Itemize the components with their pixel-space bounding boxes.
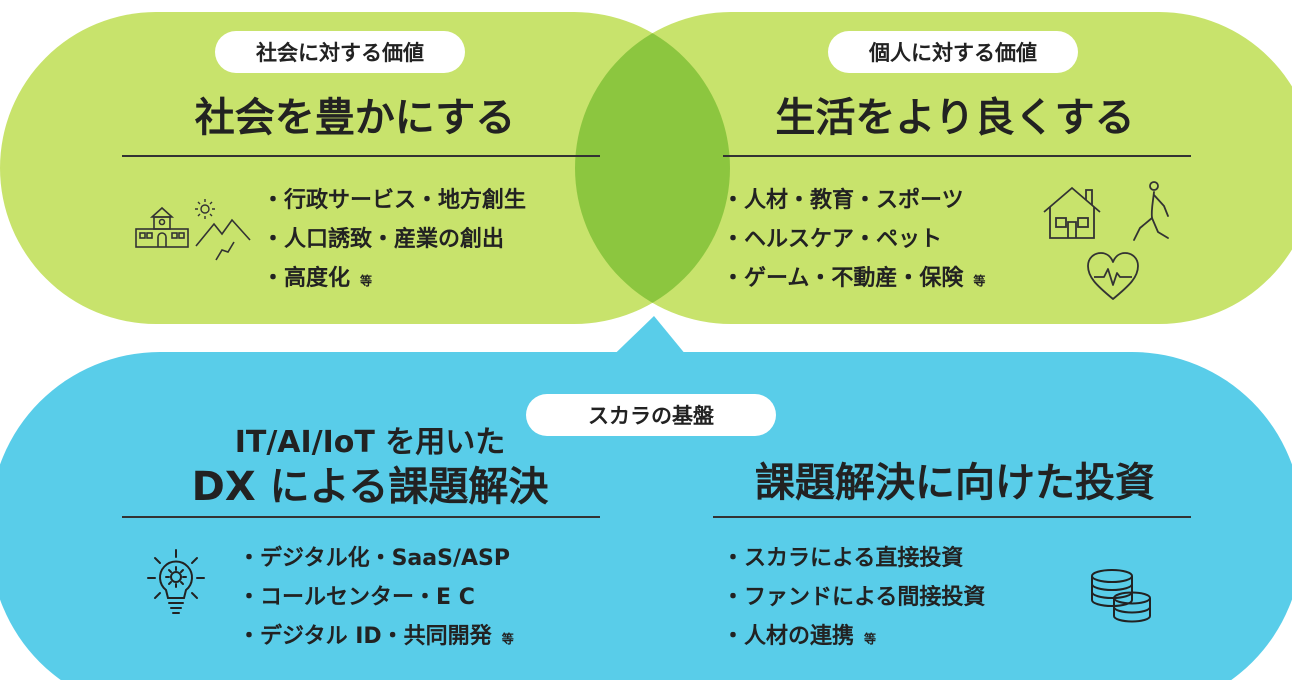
etc-suffix: 等 (501, 632, 514, 646)
list-item: 行政サービス・地方創生 (262, 181, 526, 220)
dx-title-line1: IT/AI/IoT を用いた (234, 425, 506, 460)
social-divider (122, 155, 600, 157)
social-value-title: 社会を豊かにする (194, 95, 516, 141)
house-icon (1043, 186, 1101, 239)
dx-divider (122, 516, 600, 518)
list-item: 人口誘致・産業の創出 (262, 220, 526, 259)
list-item: ゲーム・不動産・保険等 (722, 259, 985, 298)
personal-value-title: 生活をより良くする (775, 95, 1135, 141)
list-item: 人材・教育・スポーツ (722, 181, 985, 220)
investment-divider (713, 516, 1191, 518)
sun-icon (195, 199, 215, 219)
list-item: スカラによる直接投資 (722, 539, 985, 578)
list-item: コールセンター・E C (238, 578, 514, 617)
lightbulb-gear-icon (147, 549, 205, 614)
personal-divider (723, 155, 1191, 157)
heart-pulse-icon (1087, 252, 1139, 300)
coins-icon (1091, 569, 1151, 623)
etc-suffix: 等 (864, 632, 877, 646)
social-value-badge: 社会に対する価値 (215, 31, 465, 73)
personal-value-badge: 個人に対する価値 (828, 31, 1078, 73)
social-value-ellipse (0, 12, 730, 324)
list-item: ファンドによる間接投資 (722, 578, 985, 617)
investment-title: 課題解決に向けた投資 (755, 460, 1155, 506)
foundation-badge: スカラの基盤 (526, 394, 776, 436)
etc-suffix: 等 (360, 274, 373, 288)
mountain-icon (195, 218, 251, 261)
list-item: デジタル化・SaaS/ASP (238, 539, 514, 578)
blue-pointer-triangle (596, 316, 700, 372)
school-icon (135, 206, 189, 248)
dx-title-line2: DX による課題解決 (191, 464, 549, 510)
personal-value-list: 人材・教育・スポーツ ヘルスケア・ペット ゲーム・不動産・保険等 (722, 181, 985, 298)
etc-suffix: 等 (973, 274, 986, 288)
list-item: ヘルスケア・ペット (722, 220, 985, 259)
yoga-person-icon (1133, 181, 1169, 241)
